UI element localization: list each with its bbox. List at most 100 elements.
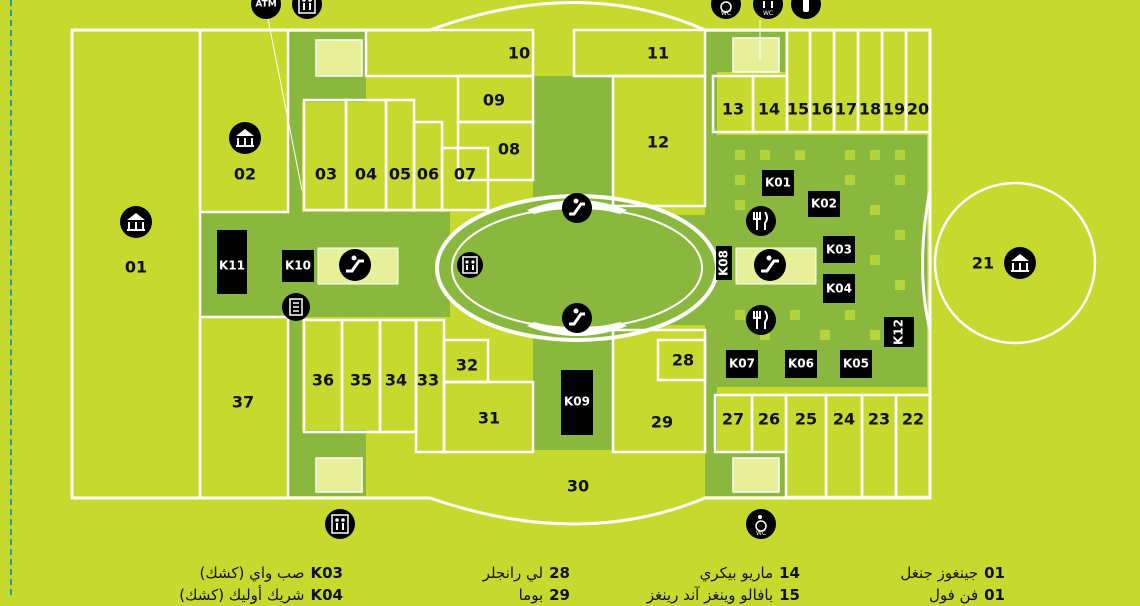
page-edge-dashes (10, 0, 12, 595)
legend-item[interactable]: K04شريك أوليك (كشك) (179, 586, 343, 604)
carousel-icon (120, 206, 152, 238)
svg-text:WC: WC (756, 530, 766, 537)
svg-text:K11: K11 (219, 259, 245, 273)
unit-number: 11 (647, 44, 669, 63)
legend-column-3: 28لي رانجلر 29بوما (483, 562, 570, 606)
unit-number: 27 (722, 410, 744, 429)
unit-number: 30 (567, 477, 589, 496)
unit-number: 32 (456, 356, 478, 375)
baby-bottle-icon (791, 0, 821, 19)
wc-icon: WC (753, 0, 783, 19)
svg-text:K06: K06 (788, 357, 814, 371)
kiosk-k07[interactable]: K07 (726, 350, 758, 378)
unit-number: 13 (722, 100, 744, 119)
unit-number: 03 (315, 165, 337, 184)
unit-21-extension (921, 189, 932, 331)
unit-number: 17 (835, 100, 857, 119)
elevator-icon (292, 0, 322, 19)
unit-number: 23 (868, 410, 890, 429)
unit-number: 07 (454, 165, 476, 184)
legend-item[interactable]: 01جينغوز جنغل (900, 564, 1005, 582)
svg-text:K01: K01 (765, 176, 791, 190)
kiosk-k01[interactable]: K01 (762, 170, 794, 196)
svg-text:WC: WC (721, 10, 731, 17)
unit-number: 08 (498, 140, 520, 159)
kiosk-k12[interactable]: K12 (884, 317, 914, 347)
svg-text:K09: K09 (564, 395, 590, 409)
unit-number: 22 (902, 410, 924, 429)
kiosk-k09[interactable]: K09 (561, 370, 593, 435)
unit-number: 26 (758, 410, 780, 429)
legend-item[interactable]: 29بوما (518, 586, 570, 604)
kiosk-k05[interactable]: K05 (840, 350, 872, 378)
accessible-wc-icon: WC (711, 0, 741, 19)
legend-column-2: 14ماريو بيكري 15بافالو وينغز آند رينغز (647, 562, 800, 606)
unit-number: 12 (647, 133, 669, 152)
food-court-seating (735, 150, 905, 340)
unit-number: 18 (859, 100, 881, 119)
unit-number: 05 (389, 165, 411, 184)
accessible-wc-icon: WC (746, 509, 776, 539)
unit-number: 25 (795, 410, 817, 429)
carousel-icon (1004, 247, 1036, 279)
kiosk-k04[interactable]: K04 (823, 274, 855, 303)
legend-item[interactable]: 15بافالو وينغز آند رينغز (646, 586, 800, 604)
vending-machine-icon (282, 293, 310, 321)
kiosk-k03[interactable]: K03 (823, 236, 855, 263)
unit-number: 02 (234, 165, 256, 184)
unit-number: 34 (385, 371, 407, 390)
unit-number: 20 (907, 100, 929, 119)
fork-knife-icon (746, 206, 776, 236)
unit-number: 24 (833, 410, 855, 429)
svg-text:ATM: ATM (255, 0, 276, 10)
legend-item[interactable]: 14ماريو بيكري (699, 564, 800, 582)
escalator-icon (339, 249, 371, 281)
escalator-icon (562, 303, 592, 333)
svg-text:K04: K04 (826, 282, 852, 296)
unit-number: 14 (758, 100, 780, 119)
unit-number: 19 (883, 100, 905, 119)
unit-number: 28 (672, 351, 694, 370)
unit-number: 01 (125, 258, 147, 277)
unit-number: 10 (508, 44, 530, 63)
unit-number: 04 (355, 165, 377, 184)
lift-box-top-left (315, 39, 363, 77)
kiosk-k10[interactable]: K10 (282, 250, 314, 282)
fork-knife-icon (746, 305, 776, 335)
svg-text:K02: K02 (811, 197, 837, 211)
unit-number: 35 (350, 371, 372, 390)
kiosk-k11[interactable]: K11 (217, 230, 247, 294)
svg-text:K07: K07 (729, 357, 755, 371)
lift-box-top-right (732, 37, 780, 73)
unit-number: 37 (232, 393, 254, 412)
unit-number: 16 (811, 100, 833, 119)
elevator-icon (325, 509, 355, 539)
kiosk-k02[interactable]: K02 (808, 191, 840, 217)
svg-text:K10: K10 (285, 259, 311, 273)
svg-text:K12: K12 (892, 319, 906, 345)
atm-pointer-line (267, 18, 303, 191)
legend-item[interactable]: K03صب واي (كشك) (199, 564, 343, 582)
legend-item[interactable]: 28لي رانجلر (482, 564, 570, 582)
kiosk-k06[interactable]: K06 (785, 350, 817, 378)
unit-number: 36 (312, 371, 334, 390)
unit-number: 29 (651, 413, 673, 432)
svg-text:K03: K03 (826, 243, 852, 257)
svg-text:WC: WC (763, 10, 773, 17)
svg-text:K05: K05 (843, 357, 869, 371)
unit-21-shape (933, 181, 1097, 345)
escalator-icon (562, 193, 592, 223)
escalator-icon (754, 249, 786, 281)
unit-number: 06 (417, 165, 439, 184)
unit-number: 21 (972, 254, 994, 273)
lift-box-bottom-right (732, 457, 780, 493)
legend-item[interactable]: 01فن فول (928, 586, 1005, 604)
unit-walls (70, 28, 932, 500)
kiosk-k08[interactable]: K08 (716, 246, 732, 280)
carousel-icon (229, 122, 261, 154)
elevator-icon (457, 252, 483, 278)
lift-box-bottom-left (315, 457, 363, 493)
unit-number: 09 (483, 91, 505, 110)
legend-column-1: 01جينغوز جنغل 01فن فول (900, 562, 1005, 606)
